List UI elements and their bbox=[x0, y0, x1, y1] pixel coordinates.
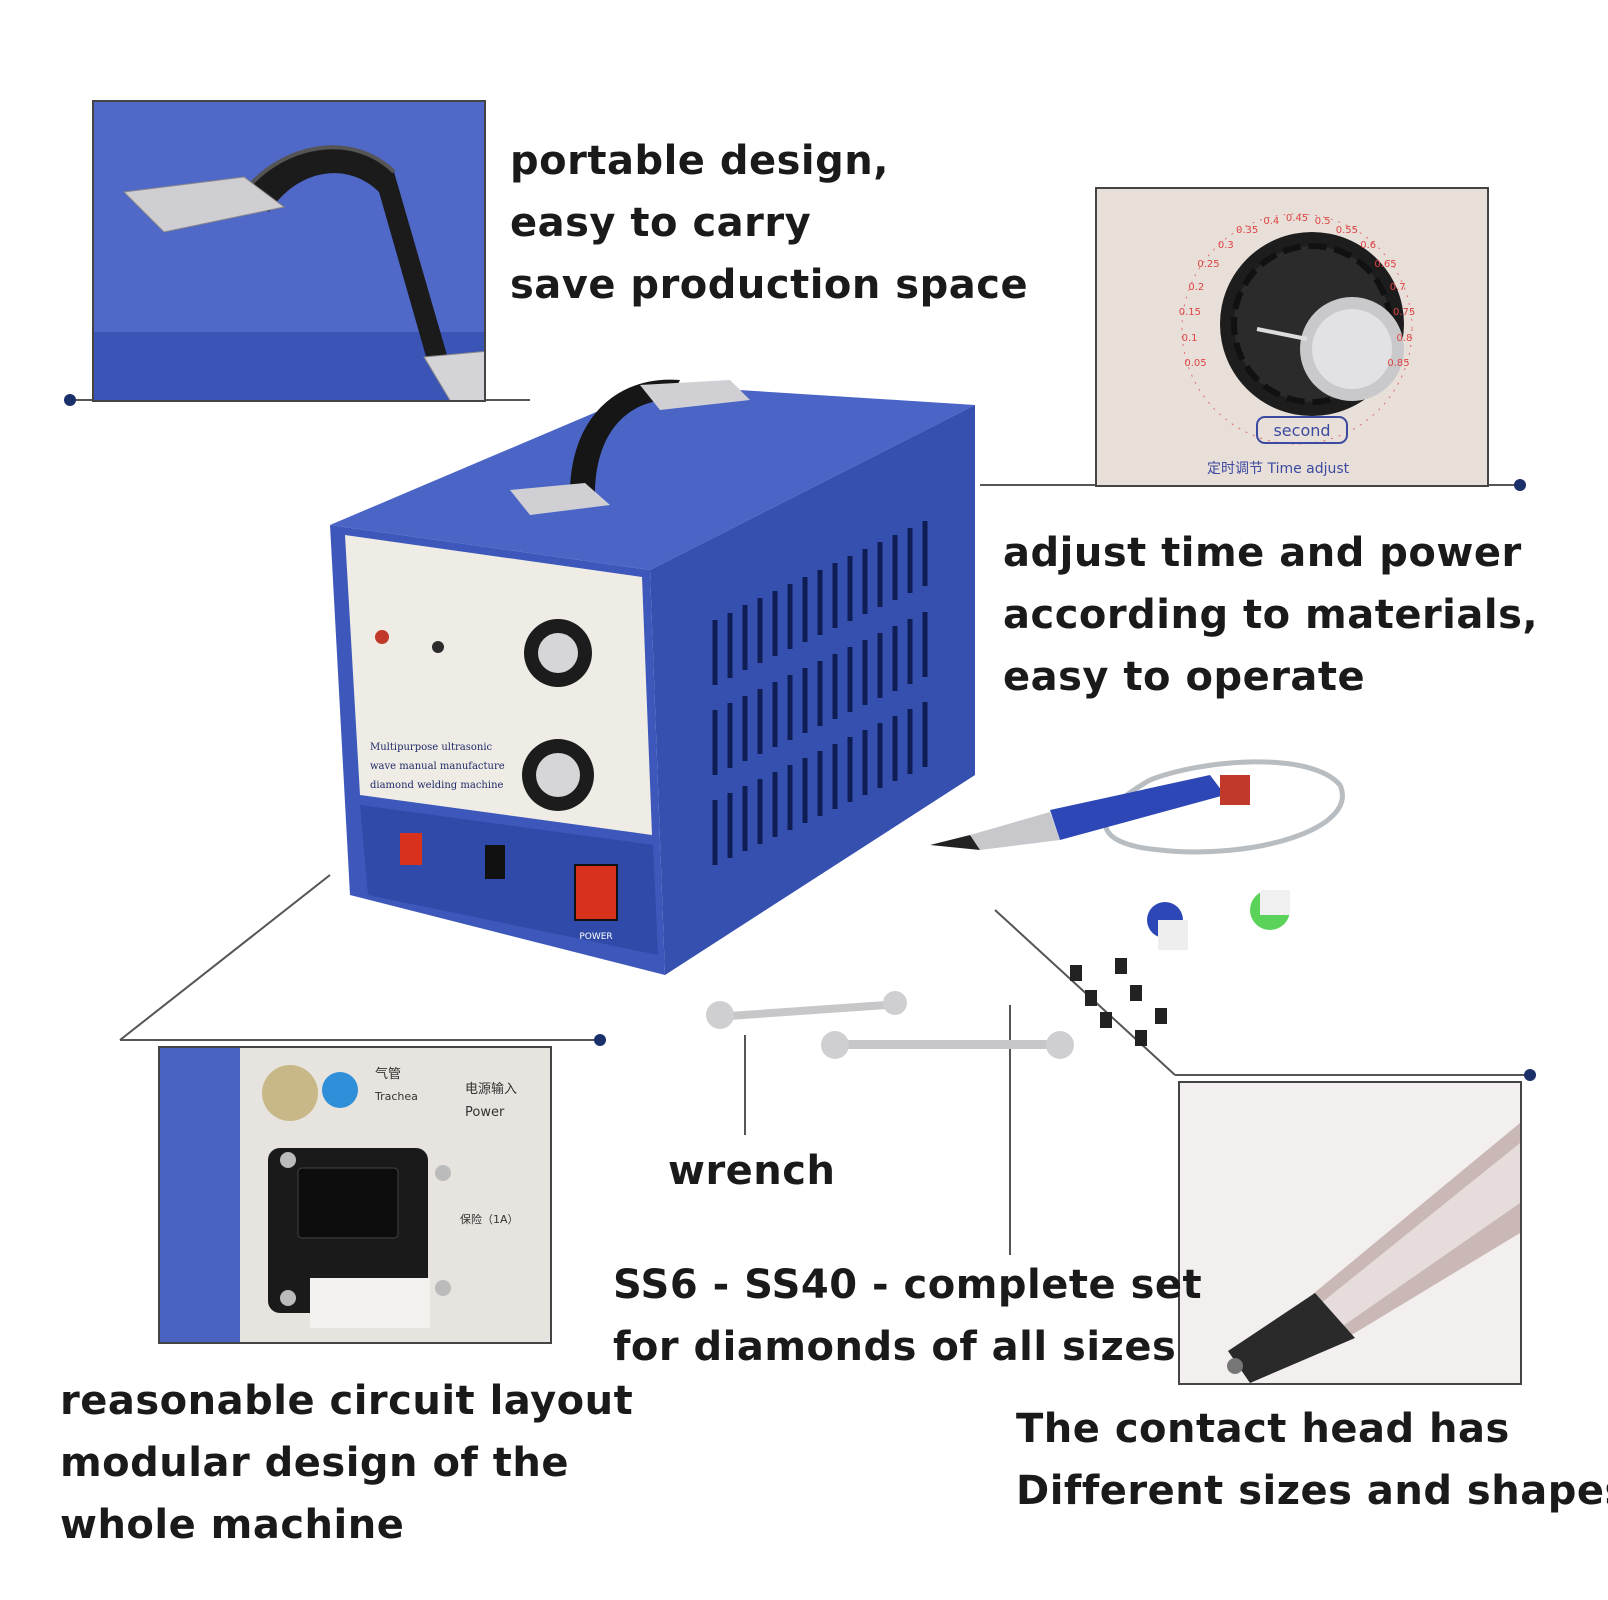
timer-dial-inset: second 定时调节 Time adjust 0.05 0.1 0.15 0.2 0.… bbox=[1095, 187, 1489, 487]
fuse-label: 保险（1A） bbox=[460, 1212, 519, 1226]
caption-line: according to materials, bbox=[1003, 592, 1539, 638]
dial-scale-label: 0.7 bbox=[1390, 282, 1406, 293]
dial-scale-label: 0.15 bbox=[1179, 307, 1201, 318]
caption-line: adjust time and power bbox=[1003, 530, 1522, 576]
contact-head-inset bbox=[1178, 1081, 1522, 1385]
power-input-label: 电源输入 bbox=[465, 1081, 517, 1097]
caption-wrench: wrench bbox=[668, 1140, 835, 1202]
power-input-en-label: Power bbox=[465, 1105, 505, 1120]
wrenches-image bbox=[706, 991, 1074, 1059]
caption-line: easy to operate bbox=[1003, 654, 1366, 700]
machine-name-line2: wave manual manufacture bbox=[370, 761, 505, 772]
connector-dot bbox=[1524, 1069, 1536, 1081]
caption-circuit: reasonable circuit layout modular design… bbox=[60, 1370, 633, 1556]
caption-complete-set: SS6 - SS40 - complete set for diamonds o… bbox=[613, 1254, 1202, 1378]
handle-closeup-inset bbox=[92, 100, 486, 402]
machine-name-line1: Multipurpose ultrasonic bbox=[370, 742, 493, 753]
caption-line: wrench bbox=[668, 1148, 836, 1194]
welding-pen-accessories-image bbox=[930, 759, 1345, 1046]
caption-line: Different sizes and shapes bbox=[1016, 1468, 1608, 1514]
dial-scale-label: 0.1 bbox=[1182, 333, 1198, 344]
caption-line: save production space bbox=[510, 262, 1029, 308]
dial-scale-label: 0.55 bbox=[1336, 225, 1358, 236]
connector-line-bottom-left-diag bbox=[119, 874, 331, 1041]
dial-scale-label: 0.3 bbox=[1218, 240, 1234, 251]
contact-head-image bbox=[1180, 1083, 1520, 1383]
dial-scale-label: 0.05 bbox=[1184, 358, 1206, 369]
handle-closeup-image bbox=[94, 102, 484, 400]
dial-time-adjust-label: 定时调节 Time adjust bbox=[1207, 461, 1350, 477]
connector-dot bbox=[64, 394, 76, 406]
caption-line: whole machine bbox=[60, 1502, 405, 1548]
dial-scale-label: 0.5 bbox=[1315, 216, 1331, 227]
dial-scale-label: 0.45 bbox=[1286, 213, 1308, 224]
timer-dial-image: second 定时调节 Time adjust 0.05 0.1 0.15 0.2 0.… bbox=[1097, 189, 1487, 485]
caption-contact-head: The contact head has Different sizes and… bbox=[1016, 1398, 1608, 1522]
caption-line: reasonable circuit layout bbox=[60, 1378, 634, 1424]
caption-line: portable design, bbox=[510, 138, 889, 184]
mode-switch bbox=[485, 845, 505, 879]
dial-scale-label: 0.2 bbox=[1188, 282, 1204, 293]
connector-dot bbox=[594, 1034, 606, 1046]
machine-name-line3: diamond welding machine bbox=[370, 780, 504, 791]
dial-scale-label: 0.6 bbox=[1360, 240, 1376, 251]
caption-line: modular design of the bbox=[60, 1440, 569, 1486]
welding-machine-image: Multipurpose ultrasonic wave manual manu… bbox=[330, 379, 975, 975]
dial-second-label: second bbox=[1273, 421, 1330, 440]
caption-adjust: adjust time and power according to mater… bbox=[1003, 522, 1538, 708]
power-switch-label: POWER bbox=[579, 932, 612, 942]
dial-scale-label: 0.4 bbox=[1263, 216, 1279, 227]
caption-portable: portable design, easy to carry save prod… bbox=[510, 130, 1028, 316]
power-socket-inset: 气管 Trachea 电源输入 Power 保险（1A） bbox=[158, 1046, 552, 1344]
dial-scale-label: 0.25 bbox=[1197, 259, 1219, 270]
dial-scale-label: 0.8 bbox=[1396, 333, 1412, 344]
connector-dot bbox=[1514, 479, 1526, 491]
power-socket-image: 气管 Trachea 电源输入 Power 保险（1A） bbox=[160, 1048, 550, 1342]
air-pipe-label: 气管 bbox=[375, 1066, 401, 1082]
ultrasonic-switch bbox=[400, 833, 422, 865]
air-pipe-en-label: Trachea bbox=[374, 1090, 418, 1103]
caption-line: easy to carry bbox=[510, 200, 812, 246]
dial-scale-label: 0.65 bbox=[1374, 259, 1396, 270]
caption-line: The contact head has bbox=[1016, 1406, 1510, 1452]
caption-line: for diamonds of all sizes bbox=[613, 1324, 1177, 1370]
dial-scale-label: 0.35 bbox=[1236, 225, 1258, 236]
dial-scale-label: 0.85 bbox=[1387, 358, 1409, 369]
caption-line: SS6 - SS40 - complete set bbox=[613, 1262, 1203, 1308]
dial-scale-label: 0.75 bbox=[1393, 307, 1415, 318]
power-switch bbox=[574, 864, 618, 921]
